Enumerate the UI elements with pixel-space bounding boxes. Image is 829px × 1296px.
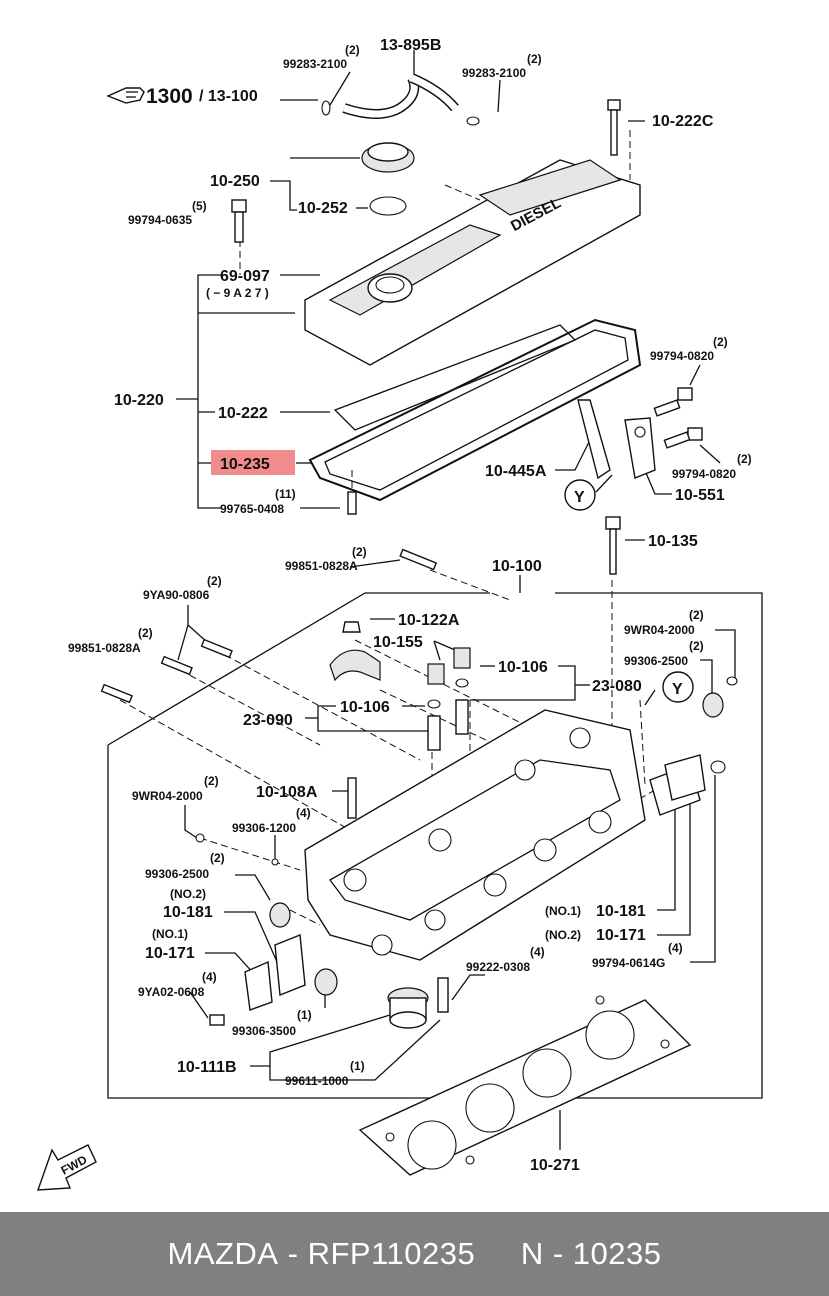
label-99851-0828a-a: 99851-0828A xyxy=(285,559,358,573)
label-10-181-right: 10-181 xyxy=(596,903,646,920)
label-10-250: 10-250 xyxy=(210,173,260,190)
qty-9wr04-2000-a: (2) xyxy=(689,608,704,622)
label-no2-right: (NO.2) xyxy=(545,928,581,942)
label-10-271: 10-271 xyxy=(530,1157,580,1174)
label-9a27: ( − 9 A 2 7 ) xyxy=(206,286,269,300)
qty-99765-0408: (11) xyxy=(275,487,296,501)
part-number-footer: MAZDA - RFP110235 N - 10235 xyxy=(0,1212,829,1296)
label-10-551: 10-551 xyxy=(675,487,725,504)
label-99794-0820-b: 99794-0820 xyxy=(672,467,736,481)
y-callout-upper xyxy=(564,479,596,511)
qty-99794-0635: (5) xyxy=(192,199,207,213)
qty-9wr04-2000-b: (2) xyxy=(204,774,219,788)
label-99283-2100-b: 99283-2100 xyxy=(462,66,526,80)
label-13-100: / 13-100 xyxy=(199,88,258,105)
label-69-097: 69-097 xyxy=(220,268,270,285)
footer-short-code: N - 10235 xyxy=(520,1236,662,1271)
label-99794-0820-a: 99794-0820 xyxy=(650,349,714,363)
qty-99283-2100-a: (2) xyxy=(345,43,360,57)
label-99611-1000: 99611-1000 xyxy=(285,1074,349,1088)
qty-99306-2500-b: (2) xyxy=(210,851,225,865)
label-99306-2500-a: 99306-2500 xyxy=(624,654,688,668)
label-99794-0635: 99794-0635 xyxy=(128,213,192,227)
qty-99306-3500: (1) xyxy=(297,1008,312,1022)
qty-99306-2500-a: (2) xyxy=(689,639,704,653)
label-10-100: 10-100 xyxy=(492,558,542,575)
hand-pointer-icon xyxy=(106,87,145,104)
label-no1-right: (NO.1) xyxy=(545,904,581,918)
label-no2-left: (NO.2) xyxy=(170,887,206,901)
label-10-135: 10-135 xyxy=(648,533,698,550)
label-10-220: 10-220 xyxy=(114,392,164,409)
label-10-252: 10-252 xyxy=(298,200,348,217)
label-1300: 1300 xyxy=(146,85,193,108)
qty-99611-1000: (1) xyxy=(350,1059,365,1073)
qty-99222-0308: (4) xyxy=(530,945,545,959)
label-99765-0408: 99765-0408 xyxy=(220,502,284,516)
label-99794-0614g: 99794-0614G xyxy=(592,956,665,970)
label-9wr04-2000-b: 9WR04-2000 xyxy=(132,789,203,803)
label-99306-1200: 99306-1200 xyxy=(232,821,296,835)
qty-99794-0820-b: (2) xyxy=(737,452,752,466)
label-10-222c: 10-222C xyxy=(652,113,714,130)
label-9wr04-2000-a: 9WR04-2000 xyxy=(624,623,695,637)
label-10-235: 10-235 xyxy=(220,456,270,473)
y-callout-lower xyxy=(662,671,694,703)
label-no1-left: (NO.1) xyxy=(152,927,188,941)
qty-99851-0828a-b: (2) xyxy=(138,626,153,640)
footer-gap xyxy=(475,1236,521,1272)
label-9ya02-0608: 9YA02-0608 xyxy=(138,985,205,999)
y-label-upper: Y xyxy=(574,489,585,506)
footer-separator: - xyxy=(278,1236,308,1271)
label-99306-2500-b: 99306-2500 xyxy=(145,867,209,881)
qty-99851-0828a-a: (2) xyxy=(352,545,367,559)
label-10-106-b: 10-106 xyxy=(340,699,390,716)
label-13-895b: 13-895B xyxy=(380,37,441,54)
label-10-445a: 10-445A xyxy=(485,463,547,480)
qty-9ya02-0608: (4) xyxy=(202,970,217,984)
footer-part-number: RFP110235 xyxy=(307,1236,476,1271)
label-10-111b: 10-111B xyxy=(177,1059,237,1076)
label-10-122a: 10-122A xyxy=(398,612,460,629)
label-23-090: 23-090 xyxy=(243,712,293,729)
qty-99306-1200: (4) xyxy=(296,806,311,820)
part-labels: 13-895B (2) 99283-2100 (2) 99283-2100 13… xyxy=(68,37,752,1174)
y-label-lower: Y xyxy=(672,681,683,698)
footer-brand: MAZDA xyxy=(167,1236,279,1271)
label-10-108a: 10-108A xyxy=(256,784,318,801)
label-99851-0828a-b: 99851-0828A xyxy=(68,641,141,655)
label-99222-0308: 99222-0308 xyxy=(466,960,530,974)
highlight-10-235 xyxy=(211,450,295,475)
label-9ya90-0806: 9YA90-0806 xyxy=(143,588,210,602)
label-99283-2100-a: 99283-2100 xyxy=(283,57,347,71)
label-10-171-left: 10-171 xyxy=(145,945,195,962)
parts-diagram: DIESEL Y Y xyxy=(36,37,763,1191)
label-10-171-right: 10-171 xyxy=(596,927,646,944)
qty-99283-2100-b: (2) xyxy=(527,52,542,66)
leader-lines xyxy=(107,50,763,1150)
label-99306-3500: 99306-3500 xyxy=(232,1024,296,1038)
qty-9ya90-0806: (2) xyxy=(207,574,222,588)
parts-drawing: DIESEL Y Y xyxy=(100,73,738,1176)
label-23-080: 23-080 xyxy=(592,678,642,695)
label-10-222: 10-222 xyxy=(218,405,268,422)
qty-99794-0614g: (4) xyxy=(668,941,683,955)
label-10-181-left: 10-181 xyxy=(163,904,213,921)
label-10-106-a: 10-106 xyxy=(498,659,548,676)
qty-99794-0820-a: (2) xyxy=(713,335,728,349)
label-10-155: 10-155 xyxy=(373,634,423,651)
fwd-arrow-icon: FWD xyxy=(36,1144,97,1191)
